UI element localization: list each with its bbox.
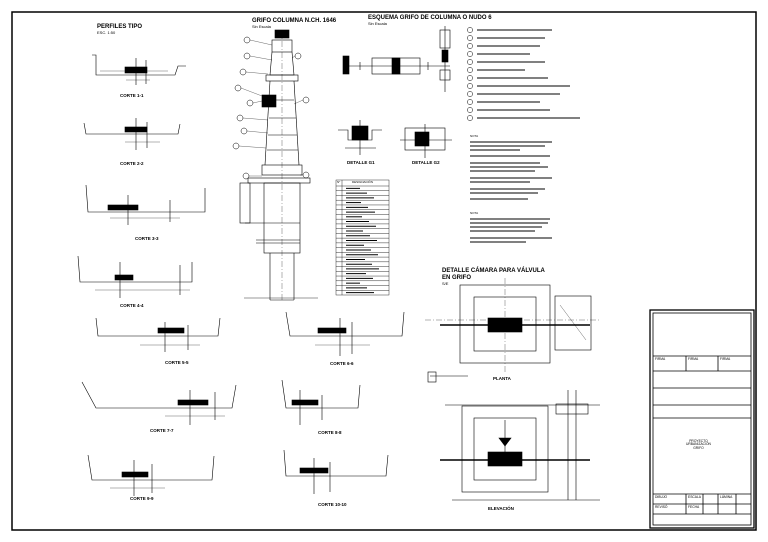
tb-project-line-1: PROYECTO <box>689 439 708 443</box>
tb-header-3: FIRMA <box>720 357 731 361</box>
corte-7-sketch <box>81 381 237 425</box>
tb-header-1: FIRMA <box>655 357 666 361</box>
title-block-frame <box>649 309 755 529</box>
grifo-callout-circles <box>232 36 310 180</box>
corte-5-sketch <box>95 317 221 352</box>
corte-label-3: CORTE 3-3 <box>135 236 159 241</box>
esquema-scale: Sin Escala <box>368 21 387 26</box>
corte-label-2: CORTE 2-2 <box>120 161 144 166</box>
corte-label-5: CORTE 5-5 <box>165 360 189 365</box>
corte-label-7: CORTE 7-7 <box>150 428 174 433</box>
corte-label-1: CORTE 1-1 <box>120 93 144 98</box>
perfiles-scale: ESC. 1:50 <box>97 30 116 35</box>
notes-title-1: NOTA <box>470 134 479 138</box>
perfiles-title: PERFILES TIPO <box>97 24 143 30</box>
corte-10-sketch <box>283 449 389 494</box>
tb-project-line-2: URBANIZACIÓN <box>686 442 711 447</box>
notes-lines <box>470 141 552 243</box>
grifo-title: GRIFO COLUMNA N.CH. 1646 <box>252 18 337 24</box>
corte-label-10: CORTE 10-10 <box>318 502 347 507</box>
elevacion-label: ELEVACIÓN <box>488 506 514 511</box>
corte-8-sketch <box>281 379 361 425</box>
corte-label-6: CORTE 6-6 <box>330 361 354 366</box>
legend-table-frame <box>335 179 390 296</box>
esquema-legend-lines <box>477 29 580 119</box>
legend-header-designacion: DESIGNACIÓN <box>352 180 374 184</box>
planta-label: PLANTA <box>493 376 511 381</box>
detalle-g2-sketch <box>400 124 452 158</box>
tb-bottom-label-3: LÁMINA <box>720 495 733 499</box>
corte-label-8: CORTE 8-8 <box>318 430 342 435</box>
camara-title: DETALLE CÁMARA PARA VÁLVULA <box>442 268 545 274</box>
detalle-g1-sketch <box>338 120 382 155</box>
tb-header-2: FIRMA <box>688 357 699 361</box>
grifo-scale: Sin Escala <box>252 24 271 29</box>
tb-bottom-label-2: ESCALA <box>688 495 702 499</box>
esquema-callouts <box>467 27 473 121</box>
legend-header-num: N° <box>337 180 341 184</box>
esquema-sketch <box>342 26 451 92</box>
esquema-title: ESQUEMA GRIFO DE COLUMNA O NUDO 6 <box>368 15 492 21</box>
tb-project-name: PROYECTO URBANIZACIÓN GRIFO <box>686 439 711 450</box>
tb-project-line-3: GRIFO <box>693 445 704 450</box>
detalle-g1-label: DETALLE G1 <box>347 160 375 165</box>
corte-6-sketch <box>285 311 405 356</box>
notes-title-2: NOTA <box>470 211 479 215</box>
grifo-columna-sketch <box>239 29 318 302</box>
detalle-g2-label: DETALLE G2 <box>412 160 440 165</box>
corte-label-4: CORTE 4-4 <box>120 303 144 308</box>
corte-3-sketch <box>85 184 206 225</box>
tb-bottom-label-1: DIBUJO <box>655 495 668 499</box>
camara-elevacion-sketch <box>440 390 600 501</box>
camara-scale: S/E <box>442 281 449 286</box>
tb-bottom-label-4: REVISÓ <box>655 505 668 509</box>
corte-4-sketch <box>77 255 193 298</box>
corte-1-sketch <box>92 54 186 85</box>
tb-bottom-label-5: FECHA <box>688 505 700 509</box>
camara-title-2: EN GRIFO <box>442 275 472 281</box>
camara-planta-sketch <box>425 278 600 383</box>
corte-9-sketch <box>87 454 215 496</box>
corte-2-sketch <box>83 118 181 150</box>
corte-label-9: CORTE 9-9 <box>130 496 154 501</box>
sheet-border <box>11 11 757 531</box>
